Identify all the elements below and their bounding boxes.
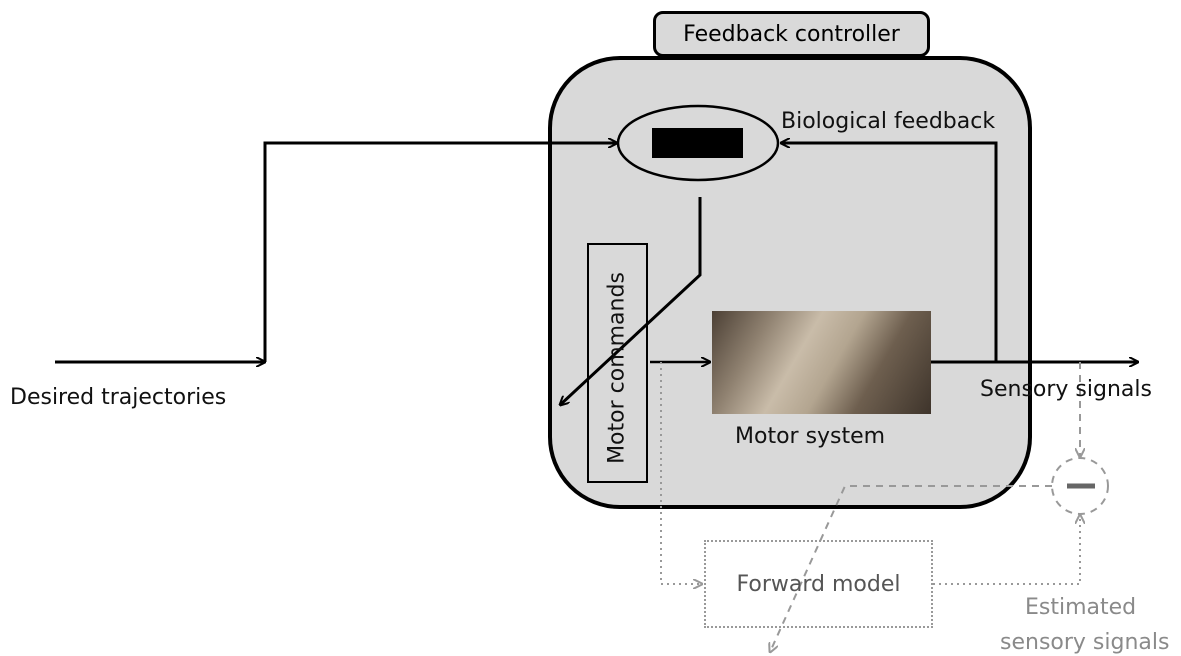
hand-photo-image bbox=[712, 311, 931, 414]
motor-commands-box bbox=[587, 243, 648, 483]
feedback-controller-label: Feedback controller bbox=[653, 11, 930, 57]
forward-model-label: Forward model bbox=[736, 571, 901, 597]
estimated-label-line2: sensory signals bbox=[1000, 630, 1170, 655]
motor-commands-label: Motor commands bbox=[604, 272, 630, 464]
desired-trajectory-riser bbox=[263, 143, 617, 362]
prediction-error-line bbox=[770, 485, 1052, 652]
estimated-label-line1: Estimated bbox=[1025, 595, 1137, 620]
desired-trajectories-label: Desired trajectories bbox=[10, 385, 227, 410]
biological-feedback-line bbox=[781, 143, 998, 362]
sensory-signals-label: Sensory signals bbox=[980, 377, 1152, 402]
motor-command-line bbox=[560, 197, 702, 405]
subtractor-circle bbox=[1051, 457, 1109, 515]
forward-output-line bbox=[933, 515, 1080, 585]
biological-feedback-label: Biological feedback bbox=[781, 109, 996, 134]
motor-system-label: Motor system bbox=[735, 424, 886, 449]
forward-model-box: Forward model bbox=[704, 540, 933, 628]
efference-copy-line bbox=[660, 362, 702, 584]
comparator-block-icon bbox=[652, 128, 743, 158]
